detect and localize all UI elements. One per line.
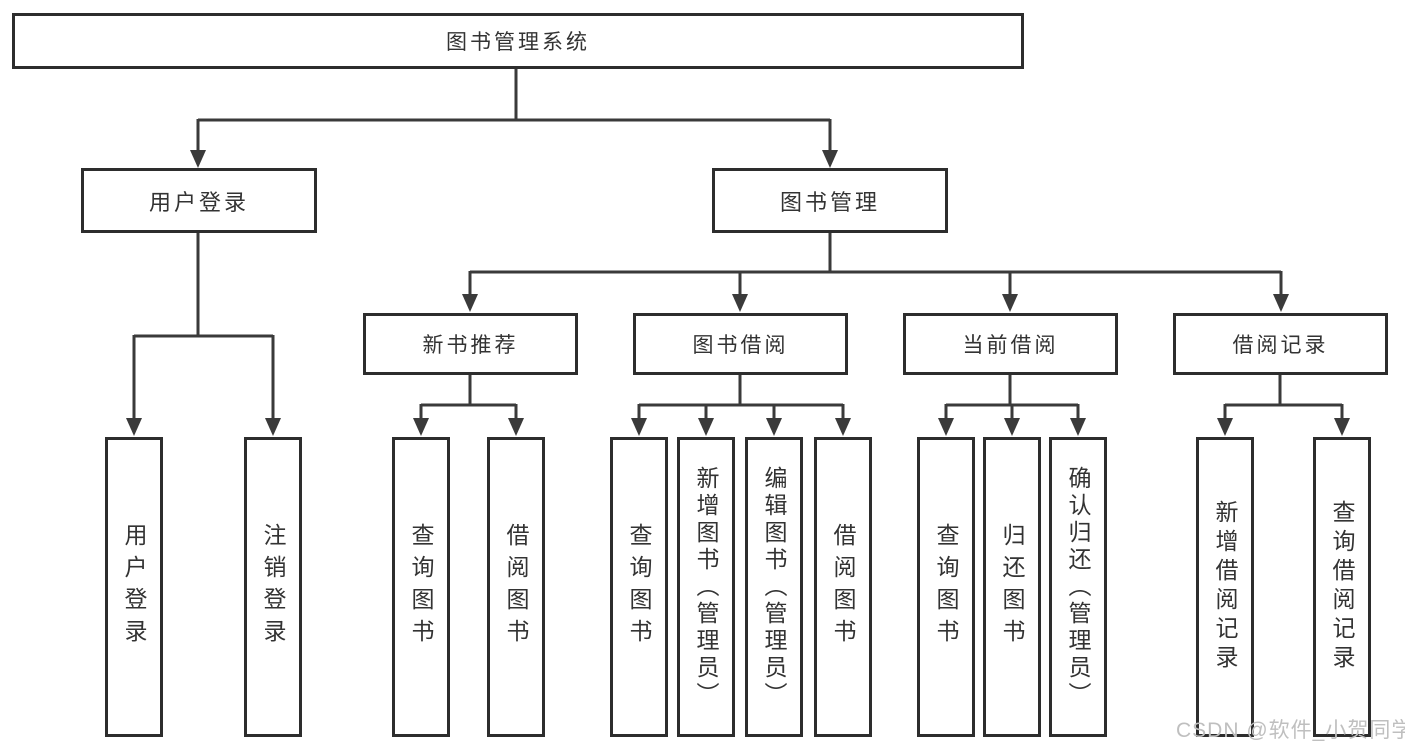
node-new-book-recommend: 新书推荐	[363, 313, 578, 375]
connector-root-to-level2	[190, 69, 838, 168]
node-current-borrowing: 当前借阅	[903, 313, 1118, 375]
node-borrowing-records: 借阅记录	[1173, 313, 1388, 375]
node-root-label: 图书管理系统	[446, 31, 590, 54]
node-user-login-label: 用户登录	[148, 189, 249, 215]
node-current-borrowing-label: 当前借阅	[962, 334, 1059, 357]
node-book-borrowing: 图书借阅	[633, 313, 848, 375]
node-user-login-branch: 用户登录	[81, 168, 317, 233]
leaf-borrowing-add-books-admin-label: 新增图书（管理员）	[693, 465, 719, 709]
leaf-records-query-borrow-record: 查询借阅记录	[1313, 437, 1371, 737]
leaf-current-query-books-label: 查询图书	[933, 523, 959, 651]
leaf-records-add-borrow-record: 新增借阅记录	[1196, 437, 1254, 737]
leaf-current-return-books: 归还图书	[983, 437, 1041, 737]
leaf-newbook-query-books-label: 查询图书	[408, 523, 434, 651]
leaf-borrowing-borrow-books: 借阅图书	[814, 437, 872, 737]
leaf-logout-label: 注销登录	[260, 523, 286, 651]
leaf-user-login-label: 用户登录	[121, 523, 147, 651]
leaf-borrowing-add-books-admin: 新增图书（管理员）	[677, 437, 735, 737]
leaf-records-query-borrow-record-label: 查询借阅记录	[1329, 500, 1355, 674]
connector-book-management-to-level3	[462, 233, 1289, 312]
leaf-newbook-borrow-books: 借阅图书	[487, 437, 545, 737]
leaf-borrowing-edit-books-admin: 编辑图书（管理员）	[745, 437, 803, 737]
leaf-current-query-books: 查询图书	[917, 437, 975, 737]
leaf-current-confirm-return-admin: 确认归还（管理员）	[1049, 437, 1107, 737]
leaf-borrowing-edit-books-admin-label: 编辑图书（管理员）	[761, 465, 787, 709]
leaf-borrowing-query-books-label: 查询图书	[626, 523, 652, 651]
connector-borrowing-records-to-leaves	[1217, 375, 1350, 436]
leaf-user-login: 用户登录	[105, 437, 163, 737]
connector-new-book-to-leaves	[413, 375, 524, 436]
node-book-borrowing-label: 图书借阅	[692, 334, 789, 357]
node-root: 图书管理系统	[12, 13, 1024, 69]
leaf-records-add-borrow-record-label: 新增借阅记录	[1212, 500, 1238, 674]
leaf-newbook-borrow-books-label: 借阅图书	[503, 523, 529, 651]
watermark-text: CSDN @软件_小贺同学	[1176, 719, 1405, 742]
node-borrowing-records-label: 借阅记录	[1232, 334, 1329, 357]
leaf-borrowing-query-books: 查询图书	[610, 437, 668, 737]
leaf-logout: 注销登录	[244, 437, 302, 737]
leaf-current-confirm-return-admin-label: 确认归还（管理员）	[1065, 465, 1091, 709]
connector-user-login-to-leaves	[126, 233, 281, 436]
connector-current-borrowing-to-leaves	[938, 375, 1086, 436]
node-book-management-label: 图书管理	[779, 189, 880, 215]
leaf-borrowing-borrow-books-label: 借阅图书	[830, 523, 856, 651]
leaf-newbook-query-books: 查询图书	[392, 437, 450, 737]
connector-book-borrowing-to-leaves	[631, 375, 851, 436]
leaf-current-return-books-label: 归还图书	[999, 523, 1025, 651]
node-new-book-recommend-label: 新书推荐	[422, 334, 519, 357]
node-book-management-branch: 图书管理	[712, 168, 948, 233]
